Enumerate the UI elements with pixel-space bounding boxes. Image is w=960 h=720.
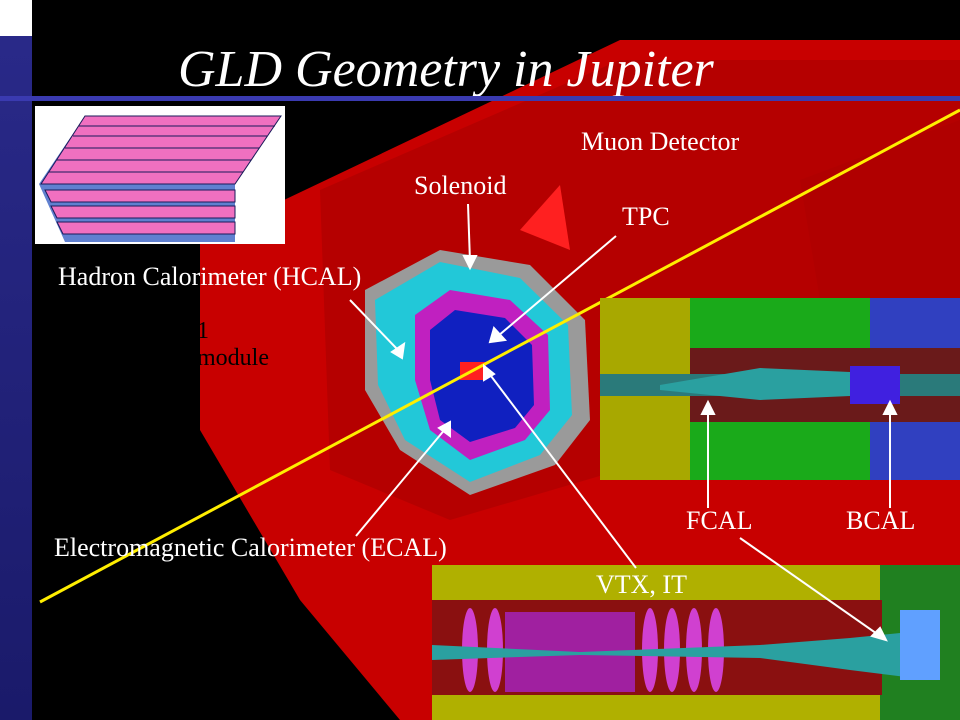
muon-detector-label: Muon Detector xyxy=(581,127,740,156)
bcal-label: BCAL xyxy=(846,506,916,535)
vtx-label: VTX, IT xyxy=(596,570,687,599)
slide-title: GLD Geometry in Jupiter xyxy=(178,41,714,98)
title-underline xyxy=(0,96,960,101)
fcal-label: FCAL xyxy=(686,506,753,535)
hcal-label: Hadron Calorimeter (HCAL) xyxy=(58,262,362,291)
beam-line xyxy=(39,108,960,604)
ecal-label: Electromagnetic Calorimeter (ECAL) xyxy=(54,533,447,562)
module-label: 1 module xyxy=(197,318,269,371)
vertex-region-inset xyxy=(432,565,960,720)
forward-region-inset xyxy=(600,298,960,480)
tpc-label: TPC xyxy=(622,202,670,231)
muon-endcap-marker xyxy=(520,185,570,250)
module-inset: 1 module xyxy=(35,106,285,371)
sidebar-stripe xyxy=(0,0,32,720)
solenoid-label: Solenoid xyxy=(414,171,507,200)
